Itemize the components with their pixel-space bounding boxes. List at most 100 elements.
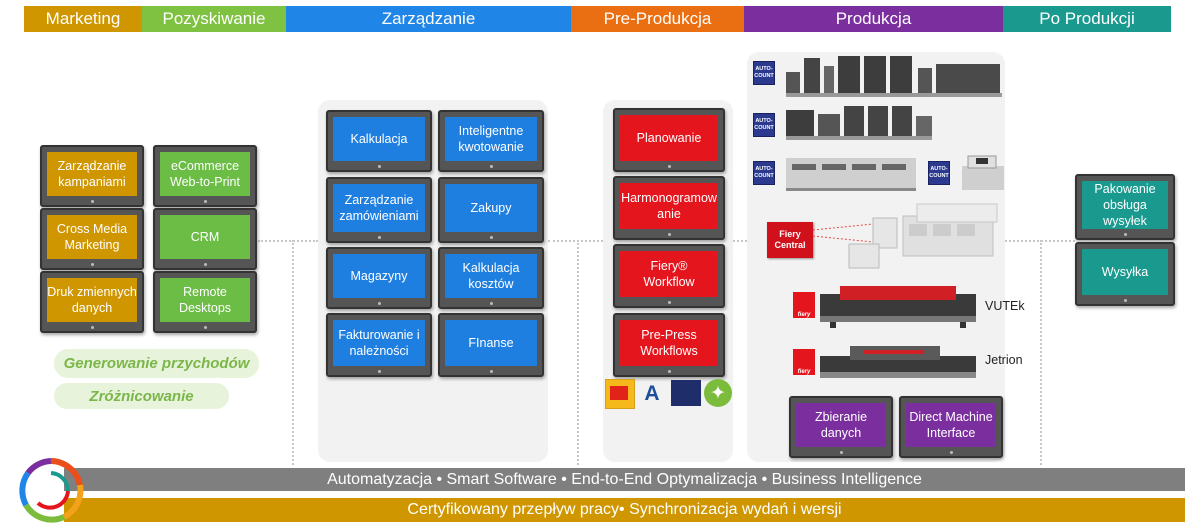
monitor-label: Zarządzanie zamówieniami xyxy=(333,184,425,232)
vutek-printer-icon xyxy=(820,286,976,328)
monitor-dot xyxy=(378,165,381,168)
autocount-icon: AUTO-COUNT xyxy=(928,161,950,185)
monitor-dot xyxy=(91,263,94,266)
calculation-monitor[interactable]: Kalkulacja xyxy=(326,110,432,172)
monitor-label: Fakturowanie i należności xyxy=(333,320,425,366)
cross-media-monitor[interactable]: Cross Media Marketing xyxy=(40,208,144,270)
direct-machine-interface-monitor[interactable]: Direct Machine Interface xyxy=(899,396,1003,458)
vutek-label: VUTEk xyxy=(985,299,1025,313)
monitor-dot xyxy=(490,370,493,373)
connector-line xyxy=(548,240,603,242)
ecommerce-monitor[interactable]: eCommerce Web-to-Print xyxy=(153,145,257,207)
monitor-dot xyxy=(490,165,493,168)
monitor-label: Zakupy xyxy=(445,184,537,232)
monitor-label: Wysyłka xyxy=(1082,249,1168,295)
monitor-label: Harmonogramowanie xyxy=(620,183,718,229)
scheduling-monitor[interactable]: Harmonogramowanie xyxy=(613,176,725,240)
fiery-central-network-icon xyxy=(813,203,998,269)
header-preproduction: Pre-Produkcja xyxy=(571,6,744,32)
monitor-dot xyxy=(378,370,381,373)
remote-desktops-monitor[interactable]: Remote Desktops xyxy=(153,271,257,333)
monitor-label: Kalkulacja kosztów xyxy=(445,254,537,298)
campaign-management-monitor[interactable]: Zarządzanie kampaniami xyxy=(40,145,144,207)
autocount-icon: AUTO-COUNT xyxy=(753,161,775,185)
header-acquisition: Pozyskiwanie xyxy=(142,6,286,32)
jetrion-printer-icon xyxy=(820,346,976,378)
connector-line xyxy=(258,240,318,242)
packing-monitor[interactable]: Pakowanie obsługa wysyłek xyxy=(1075,174,1175,240)
revenue-pill: Generowanie przychodów xyxy=(54,349,259,378)
prepress-workflows-monitor[interactable]: Pre-Press Workflows xyxy=(613,313,725,377)
monitor-dot xyxy=(668,233,671,236)
monitor-dot xyxy=(378,302,381,305)
fiery-logo-icon: fiery xyxy=(793,292,815,318)
offset-press-1-icon xyxy=(786,56,1002,97)
swirl-logo-icon xyxy=(19,458,84,523)
monitor-dot xyxy=(1124,299,1127,302)
monitor-dot xyxy=(204,263,207,266)
monitor-label: eCommerce Web-to-Print xyxy=(160,152,250,196)
autocount-icon: AUTO-COUNT xyxy=(753,113,775,137)
prinect-logo-icon xyxy=(671,380,701,406)
header-marketing: Marketing xyxy=(24,6,142,32)
connector-line xyxy=(1040,240,1042,465)
monitor-dot xyxy=(204,200,207,203)
warehouse-monitor[interactable]: Magazyny xyxy=(326,247,432,309)
monitor-label: Druk zmiennych danych xyxy=(47,278,137,322)
header-label: Pozyskiwanie xyxy=(162,9,266,28)
header-label: Marketing xyxy=(45,9,121,28)
monitor-label: Fiery® Workflow xyxy=(620,251,718,297)
jetrion-label: Jetrion xyxy=(985,353,1023,367)
crm-monitor[interactable]: CRM xyxy=(153,208,257,270)
autocount-icon: AUTO-COUNT xyxy=(753,61,775,85)
monitor-dot xyxy=(668,165,671,168)
monitor-dot xyxy=(950,451,953,454)
monitor-label: Planowanie xyxy=(620,115,718,161)
monitor-label: Pre-Press Workflows xyxy=(620,320,718,366)
header-label: Po Produkcji xyxy=(1039,9,1135,28)
digital-press-2-icon xyxy=(962,155,1004,190)
data-collection-monitor[interactable]: Zbieranie danych xyxy=(789,396,893,458)
fiery-central-badge: Fiery Central xyxy=(767,222,813,258)
connector-line xyxy=(733,240,747,242)
monitor-dot xyxy=(1124,233,1127,236)
monitor-dot xyxy=(91,326,94,329)
monitor-dot xyxy=(91,200,94,203)
digital-press-1-icon xyxy=(786,158,916,191)
cost-calculation-monitor[interactable]: Kalkulacja kosztów xyxy=(438,247,544,309)
header-postproduction: Po Produkcji xyxy=(1003,6,1171,32)
header-label: Zarządzanie xyxy=(381,9,476,28)
order-management-monitor[interactable]: Zarządzanie zamówieniami xyxy=(326,177,432,243)
planning-monitor[interactable]: Planowanie xyxy=(613,108,725,172)
esko-logo-icon: ✦ xyxy=(704,379,732,407)
connector-line xyxy=(292,240,294,465)
monitor-label: Direct Machine Interface xyxy=(906,403,996,447)
monitor-label: Pakowanie obsługa wysyłek xyxy=(1082,181,1168,229)
monitor-dot xyxy=(490,236,493,239)
variable-data-monitor[interactable]: Druk zmiennych danych xyxy=(40,271,144,333)
monitor-dot xyxy=(668,301,671,304)
billing-monitor[interactable]: Fakturowanie i należności xyxy=(326,313,432,377)
monitor-label: CRM xyxy=(160,215,250,259)
fiery-workflow-monitor[interactable]: Fiery® Workflow xyxy=(613,244,725,308)
monitor-label: Zarządzanie kampaniami xyxy=(47,152,137,196)
monitor-label: Zbieranie danych xyxy=(796,403,886,447)
certified-workflow-bar: Certyfikowany przepływ pracy• Synchroniz… xyxy=(64,498,1185,522)
monitor-label: Remote Desktops xyxy=(160,278,250,322)
purchasing-monitor[interactable]: Zakupy xyxy=(438,177,544,243)
monitor-label: Cross Media Marketing xyxy=(47,215,137,259)
monitor-label: Inteligentne kwotowanie xyxy=(445,117,537,161)
monitor-label: FInanse xyxy=(445,320,537,366)
monitor-label: Kalkulacja xyxy=(333,117,425,161)
monitor-dot xyxy=(490,302,493,305)
smart-quote-monitor[interactable]: Inteligentne kwotowanie xyxy=(438,110,544,172)
offset-press-2-icon xyxy=(786,106,932,140)
header-label: Pre-Produkcja xyxy=(603,9,712,28)
agfa-logo-icon: A xyxy=(644,381,660,405)
monitor-dot xyxy=(378,236,381,239)
monitor-dot xyxy=(204,326,207,329)
monitor-dot xyxy=(668,370,671,373)
shipping-monitor[interactable]: Wysyłka xyxy=(1075,242,1175,306)
finance-monitor[interactable]: FInanse xyxy=(438,313,544,377)
differentiation-pill: Zróżnicowanie xyxy=(54,383,229,409)
